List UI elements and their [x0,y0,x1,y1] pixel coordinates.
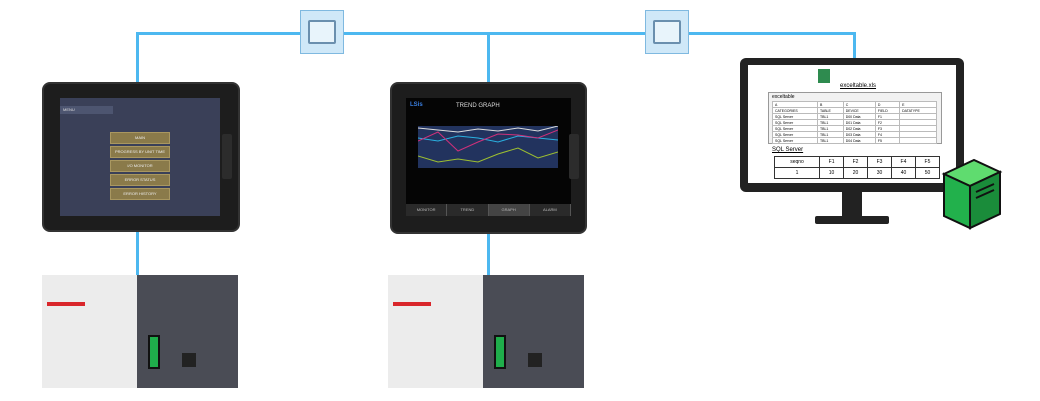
menu-button-error-status[interactable]: ERROR STATUS [110,174,170,186]
plc-port [182,353,196,367]
menu-button-main[interactable]: MAIN [110,132,170,144]
network-drop-hmi1 [136,32,139,84]
excel-file-name: exceltable.xls [840,83,877,89]
plc-rack-2 [388,275,584,388]
network-bus [137,32,855,35]
network-drop-pc [853,32,856,60]
link-hmi1-plc1 [136,230,139,276]
table-cell: 50 [914,167,941,179]
plc-power-indicator [47,302,85,306]
table-cell: F2 [843,156,869,168]
table-cell: 40 [890,167,916,179]
network-drop-hmi2 [487,32,490,84]
tab-monitor[interactable]: MONITOR [406,204,448,216]
trend-series-magenta [418,129,558,152]
hmi-screen: MENU MAIN PROGRESS BY UNIT TIME I/O MONI… [60,98,220,216]
plc-power-indicator [393,302,431,306]
table-cell: F1 [819,156,845,168]
hmi-menu-panel: MENU MAIN PROGRESS BY UNIT TIME I/O MONI… [42,82,240,232]
menu-button-io-monitor[interactable]: I/O MONITOR [110,160,170,172]
trend-tab-bar: MONITOR TREND GRAPH ALARM [406,204,571,216]
table-cell: TBL1 [817,137,844,144]
trend-graph [418,126,558,168]
hmi-trend-panel: LSis TREND GRAPH MONITOR TREND GRAPH ALA… [390,82,587,234]
table-cell: F5 [914,156,941,168]
menu-button-error-history[interactable]: ERROR HISTORY [110,188,170,200]
menu-title: MENU [60,106,113,114]
monitor-base [815,216,889,224]
plc-connector [494,335,506,369]
table-cell: F5 [874,137,901,144]
table-cell: F3 [867,156,892,168]
link-hmi2-plc2 [487,232,490,276]
table-cell: 20 [843,167,869,179]
tab-graph[interactable]: GRAPH [488,204,530,216]
plc-port [528,353,542,367]
table-cell [899,137,937,144]
ethernet-port-icon [645,10,689,54]
table-cell: seqno [773,156,821,168]
hmi-screen: LSis TREND GRAPH MONITOR TREND GRAPH ALA… [406,98,571,216]
plc-rack-1 [42,275,238,388]
table-cell: F4 [890,156,916,168]
excel-file-icon [818,69,830,83]
monitor-stand [842,192,862,216]
table-cell: D04 Data [842,137,876,144]
table-cell: 30 [867,167,892,179]
database-server-icon [941,158,1003,230]
tab-trend[interactable]: TREND [447,204,489,216]
plc-connector [148,335,160,369]
trend-title: TREND GRAPH [456,103,500,109]
trend-series-white [418,126,558,133]
tab-alarm[interactable]: ALARM [530,204,571,216]
sheet-title: exceltable [772,94,795,100]
table-cell: 1 [773,167,821,179]
menu-button-progress[interactable]: PROGRESS BY UNIT TIME [110,146,170,158]
sql-title: SQL Server [772,147,804,153]
table-cell: SQL Server [772,137,818,144]
ls-logo: LSis [410,102,423,108]
trend-series-green [418,147,558,163]
table-cell: 10 [819,167,845,179]
ethernet-port-icon [300,10,344,54]
